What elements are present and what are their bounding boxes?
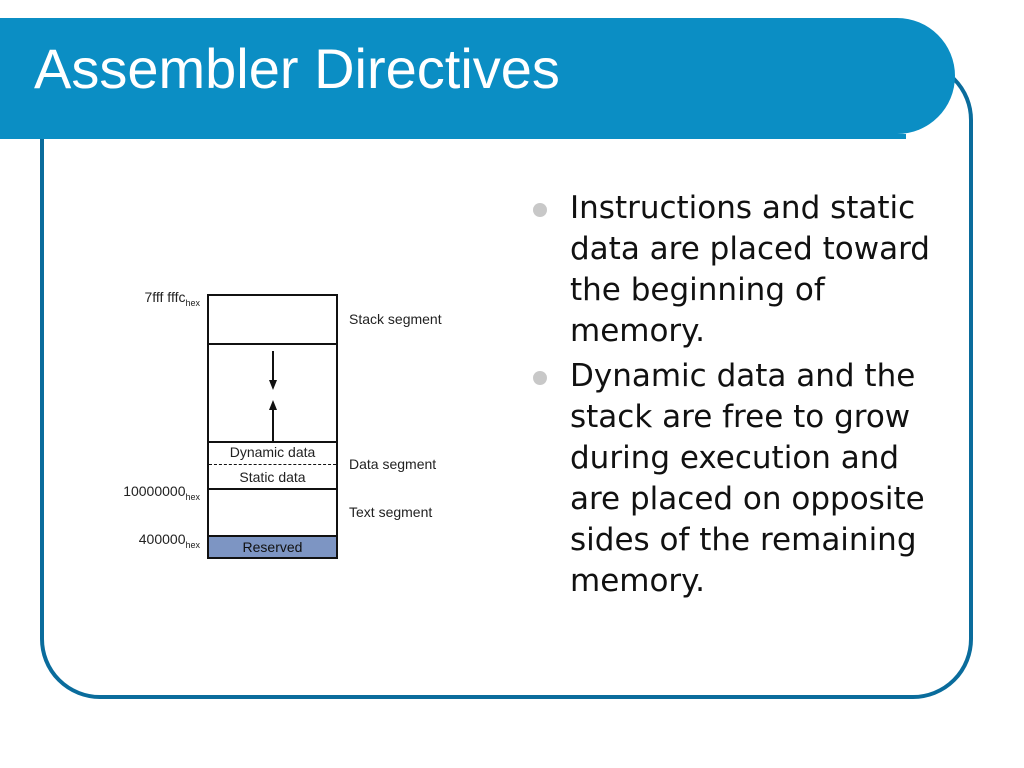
bullet-item: Dynamic data and the stack are free to g… [530, 356, 950, 602]
memory-diagram: 7fff fffchex 10000000hex 400000hex Dynam… [100, 285, 500, 575]
bullet-list: Instructions and static data are placed … [530, 188, 950, 606]
data-segment-label: Data segment [349, 456, 437, 472]
stack-segment-label: Stack segment [349, 311, 442, 327]
dynamic-data-cell: Dynamic data [229, 444, 316, 460]
address-stack-top: 7fff fffchex [144, 289, 200, 308]
bullet-dot-icon [533, 203, 547, 217]
title-underline [0, 134, 906, 139]
heap-top-divider [209, 441, 336, 443]
reserved-cell: Reserved [209, 535, 336, 557]
text-segment-label: Text segment [349, 504, 433, 520]
dynamic-static-divider [209, 464, 336, 465]
bullet-item: Instructions and static data are placed … [530, 188, 950, 352]
address-text-start: 400000hex [138, 531, 200, 550]
data-text-divider [209, 488, 336, 490]
static-data-cell: Static data [239, 469, 306, 485]
stack-divider [209, 343, 336, 345]
growth-arrows [269, 351, 277, 441]
title-bar [0, 18, 955, 134]
memory-box: Dynamic data Static data Reserved [207, 294, 338, 559]
bullet-dot-icon [533, 371, 547, 385]
address-data-start: 10000000hex [123, 483, 200, 502]
slide-title: Assembler Directives [34, 37, 560, 100]
